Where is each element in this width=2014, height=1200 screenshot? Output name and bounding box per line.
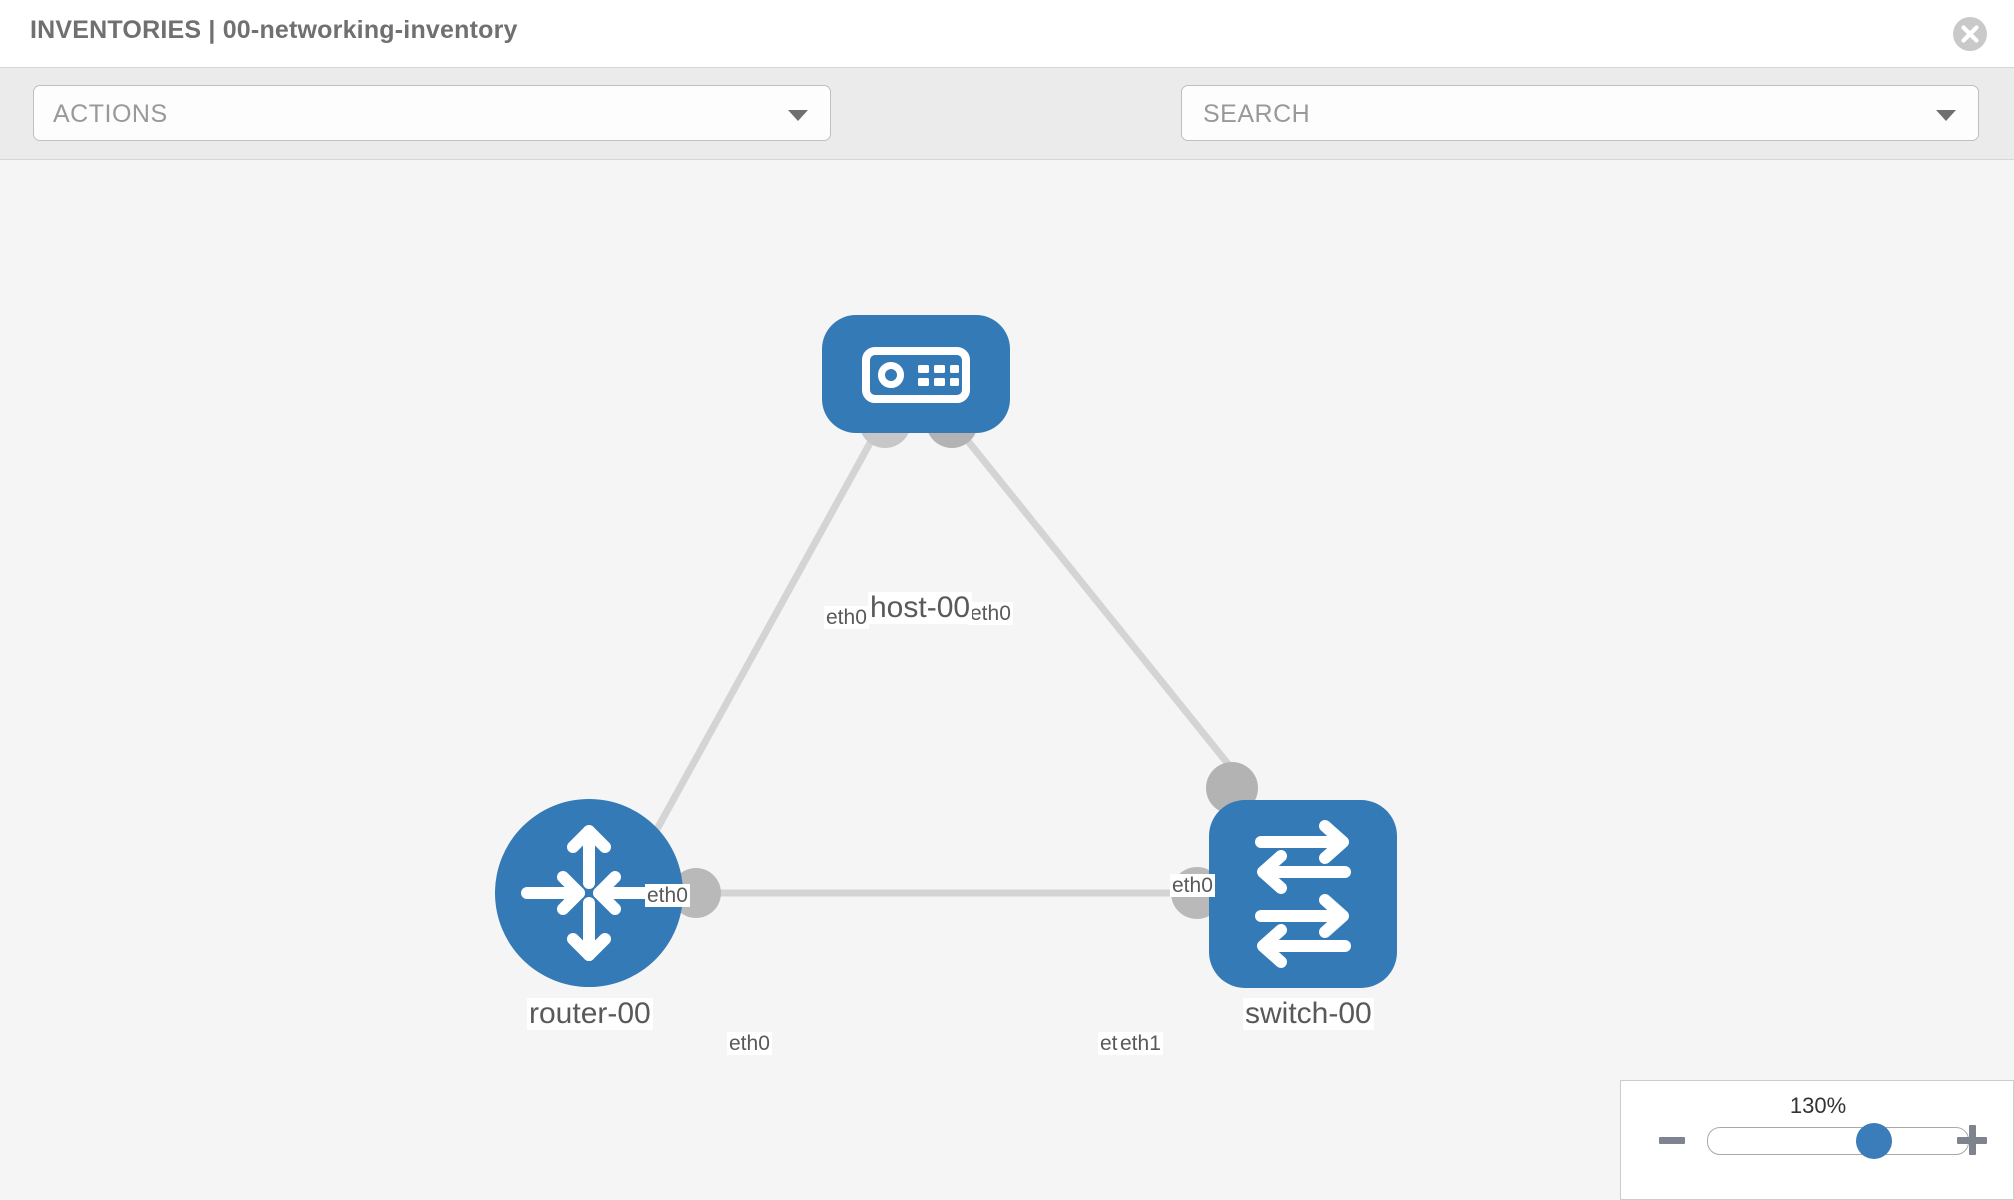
zoom-level-value: 130% bbox=[1789, 1093, 1847, 1118]
chevron-down-icon[interactable] bbox=[1936, 110, 1956, 121]
interface-label-host-left: eth0 bbox=[824, 606, 869, 629]
actions-dropdown-label: ACTIONS bbox=[53, 100, 168, 128]
close-icon[interactable] bbox=[1952, 16, 1988, 52]
node-label-router-00: router-00 bbox=[527, 997, 653, 1030]
interface-label-switch-up: eth0 bbox=[1170, 874, 1215, 897]
toolbar: ACTIONS bbox=[0, 68, 2014, 200]
zoom-slider[interactable] bbox=[1707, 1123, 1969, 1159]
zoom-control-panel: 130% bbox=[1620, 1080, 2014, 1200]
topology-canvas[interactable]: eth0 eth0 host-00 eth0 eth0 eth0 eth eth… bbox=[0, 160, 2014, 1200]
node-switch-00[interactable] bbox=[1209, 800, 1397, 988]
plus-icon[interactable] bbox=[1957, 1125, 1987, 1155]
node-host-00[interactable] bbox=[822, 315, 1010, 433]
page-title: INVENTORIES | 00-networking-inventory bbox=[30, 16, 518, 44]
node-router-00[interactable] bbox=[495, 799, 683, 987]
router-arrows-icon bbox=[521, 825, 657, 961]
minus-icon[interactable] bbox=[1659, 1137, 1685, 1144]
interface-label-router-right: eth0 bbox=[727, 1032, 772, 1055]
node-label-switch-00: switch-00 bbox=[1243, 997, 1374, 1030]
server-icon bbox=[862, 347, 970, 403]
switch-arrows-icon bbox=[1255, 820, 1351, 968]
link-host-router bbox=[636, 423, 884, 862]
search-box[interactable] bbox=[1181, 85, 1979, 142]
interface-label-router-up: eth0 bbox=[645, 884, 690, 907]
topology-graph bbox=[495, 315, 1397, 988]
node-label-host-00: host-00 bbox=[868, 591, 973, 624]
link-host-switch bbox=[952, 422, 1248, 788]
zoom-slider-thumb[interactable] bbox=[1856, 1123, 1892, 1159]
actions-dropdown[interactable]: ACTIONS bbox=[33, 85, 831, 141]
interface-label-switch-left-b: eth1 bbox=[1118, 1032, 1163, 1055]
interface-label-host-right: eth0 bbox=[968, 602, 1013, 625]
chevron-down-icon bbox=[788, 110, 808, 121]
page-header: INVENTORIES | 00-networking-inventory bbox=[0, 0, 2014, 68]
search-input[interactable] bbox=[1201, 86, 1905, 142]
